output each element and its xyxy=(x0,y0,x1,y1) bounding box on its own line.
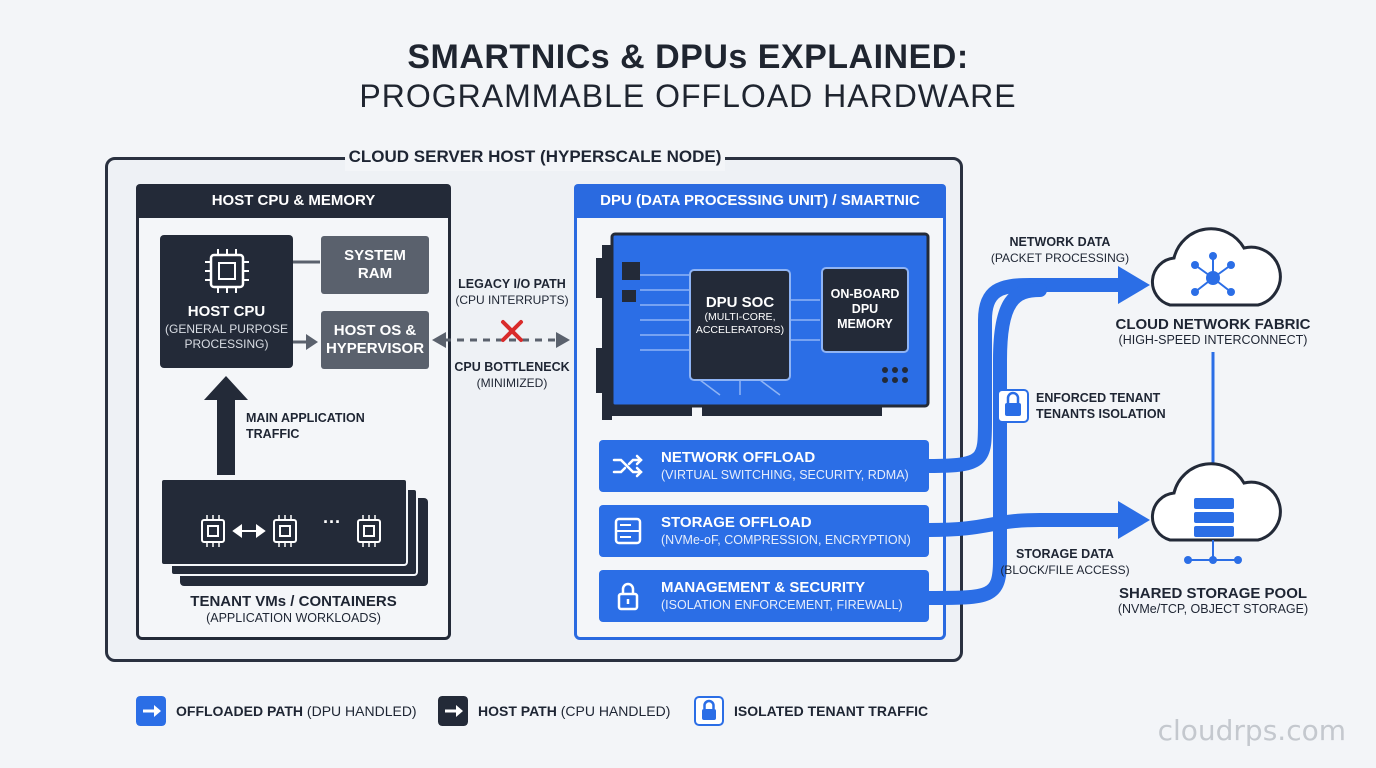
title-line-1: SMARTNICs & DPUs EXPLAINED: xyxy=(407,38,969,76)
isolation-lock-icon xyxy=(997,389,1029,423)
host-cpu-title: HOST CPU xyxy=(187,303,266,320)
dpu-soc-sub-2: ACCELERATORS) xyxy=(695,324,785,336)
host-os-block: HOST OS &HYPERVISOR xyxy=(321,311,429,369)
dpu-soc-chip xyxy=(689,269,791,381)
network-data-sub: (PACKET PROCESSING) xyxy=(990,251,1130,265)
system-ram-line-1: SYSTEM xyxy=(344,247,406,264)
host-cpu-sub-line-2: PROCESSING) xyxy=(184,337,269,351)
dpu-memory-line-3: MEMORY xyxy=(837,317,893,331)
title-line-2: PROGRAMMABLE OFFLOAD HARDWARE xyxy=(359,78,1017,114)
bottleneck-title: CPU BOTTLENECK xyxy=(454,360,570,374)
network-arrow-head xyxy=(1118,266,1150,304)
network-offload-title: NETWORK OFFLOAD xyxy=(661,449,816,466)
dpu-soc-label: DPU SOC (MULTI-CORE, ACCELERATORS) xyxy=(690,294,790,337)
legend-host-rest: (CPU HANDLED) xyxy=(556,703,671,719)
storage-data-sub: (BLOCK/FILE ACCESS) xyxy=(1000,563,1130,577)
legend-offloaded: OFFLOADED PATH (DPU HANDLED) xyxy=(136,696,417,726)
watermark: cloudrps.com xyxy=(1157,714,1346,747)
dpu-memory-chip xyxy=(821,267,909,353)
main-traffic-arrow xyxy=(204,376,248,475)
main-traffic-line-2: TRAFFIC xyxy=(246,427,300,441)
legacy-io-sub: (CPU INTERRUPTS) xyxy=(455,293,569,307)
tenant-title: TENANT VMs / CONTAINERS xyxy=(190,593,397,610)
network-fabric-label: CLOUD NETWORK FABRIC (HIGH-SPEED INTERCO… xyxy=(1103,316,1323,347)
host-os-line-1: HOST OS & xyxy=(333,322,417,339)
storage-cloud-icon xyxy=(1150,462,1282,564)
legend-isolated: ISOLATED TENANT TRAFFIC xyxy=(694,696,928,726)
network-offload-block: NETWORK OFFLOAD (VIRTUAL SWITCHING, SECU… xyxy=(599,440,929,492)
legend-host: HOST PATH (CPU HANDLED) xyxy=(438,696,670,726)
host-panel-header: HOST CPU & MEMORY xyxy=(136,184,451,218)
right-arrow-icon xyxy=(136,696,166,726)
network-offload-sub: (VIRTUAL SWITCHING, SECURITY, RDMA) xyxy=(661,468,909,482)
management-security-block: MANAGEMENT & SECURITY (ISOLATION ENFORCE… xyxy=(599,570,929,622)
tenant-subtitle: (APPLICATION WORKLOADS) xyxy=(206,611,381,625)
network-cloud-icon xyxy=(1150,227,1282,307)
storage-data-title: STORAGE DATA xyxy=(1016,547,1114,561)
legend-offloaded-bold: OFFLOADED PATH xyxy=(176,703,304,719)
network-fabric-title: CLOUD NETWORK FABRIC xyxy=(1115,316,1311,333)
legend-offloaded-rest: (DPU HANDLED) xyxy=(303,703,417,719)
host-os-line-2: HYPERVISOR xyxy=(325,340,425,357)
host-cpu-block xyxy=(160,235,293,368)
lock-icon xyxy=(617,582,639,611)
bottleneck-label: CPU BOTTLENECK (MINIMIZED) xyxy=(448,359,576,391)
network-data-title: NETWORK DATA xyxy=(1009,235,1111,249)
storage-offload-sub: (NVMe-oF, COMPRESSION, ENCRYPTION) xyxy=(661,533,911,547)
server-host-label: CLOUD SERVER HOST (HYPERSCALE NODE) xyxy=(345,143,725,171)
storage-pool-sub: (NVMe/TCP, OBJECT STORAGE) xyxy=(1117,602,1309,616)
legacy-io-path xyxy=(432,320,570,348)
dpu-memory-line-1: ON-BOARD xyxy=(830,287,900,301)
offload-flow-lines xyxy=(922,278,1127,605)
dpu-memory-label: ON-BOARD DPU MEMORY xyxy=(822,287,908,332)
storage-pool-title: SHARED STORAGE POOL xyxy=(1118,585,1308,602)
main-traffic-label: MAIN APPLICATION TRAFFIC xyxy=(246,410,365,442)
dpu-memory-line-2: DPU xyxy=(851,302,879,316)
storage-offload-block: STORAGE OFFLOAD (NVMe-oF, COMPRESSION, E… xyxy=(599,505,929,557)
host-cpu-subtitle: (GENERAL PURPOSE PROCESSING) xyxy=(160,322,293,352)
tenant-chips-row xyxy=(201,515,381,547)
dpu-panel-header: DPU (DATA PROCESSING UNIT) / SMARTNIC xyxy=(574,184,946,218)
legend-host-bold: HOST PATH xyxy=(478,703,557,719)
bottleneck-sub: (MINIMIZED) xyxy=(476,376,548,390)
storage-data-label: STORAGE DATA (BLOCK/FILE ACCESS) xyxy=(990,546,1140,578)
main-traffic-line-1: MAIN APPLICATION xyxy=(246,411,365,425)
dpu-soc-title: DPU SOC xyxy=(705,294,775,311)
network-data-label: NETWORK DATA (PACKET PROCESSING) xyxy=(975,234,1145,266)
cpu-chip-icon xyxy=(205,249,249,293)
tenant-stack-front xyxy=(160,478,408,566)
lock-icon xyxy=(694,696,724,726)
management-security-title: MANAGEMENT & SECURITY xyxy=(661,579,866,596)
isolation-line-2: TENANTS ISOLATION xyxy=(1036,407,1166,421)
tenant-ellipsis: ··· xyxy=(323,512,341,532)
management-security-sub: (ISOLATION ENFORCEMENT, FIREWALL) xyxy=(661,598,903,612)
dpu-soc-sub-1: (MULTI-CORE, xyxy=(704,311,776,323)
storage-arrow-head xyxy=(1118,501,1150,539)
network-fabric-sub: (HIGH-SPEED INTERCONNECT) xyxy=(1118,333,1308,347)
server-drive-icon xyxy=(614,517,642,545)
storage-pool-label: SHARED STORAGE POOL (NVMe/TCP, OBJECT ST… xyxy=(1103,585,1323,616)
shuffle-icon xyxy=(612,454,643,478)
system-ram-line-2: RAM xyxy=(357,265,393,282)
host-cpu-sub-line-1: (GENERAL PURPOSE xyxy=(165,322,288,336)
bottleneck-x-icon xyxy=(501,320,523,342)
isolation-line-1: ENFORCED TENANT xyxy=(1036,391,1161,405)
storage-offload-title: STORAGE OFFLOAD xyxy=(661,514,812,531)
legacy-io-title: LEGACY I/O PATH xyxy=(458,277,566,291)
right-arrow-icon xyxy=(438,696,468,726)
dpu-board-illustration xyxy=(596,232,930,420)
legend-isolated-bold: ISOLATED TENANT TRAFFIC xyxy=(734,703,929,719)
isolation-label: ENFORCED TENANT TENANTS ISOLATION xyxy=(1036,390,1166,422)
legacy-io-label: LEGACY I/O PATH (CPU INTERRUPTS) xyxy=(448,276,576,308)
